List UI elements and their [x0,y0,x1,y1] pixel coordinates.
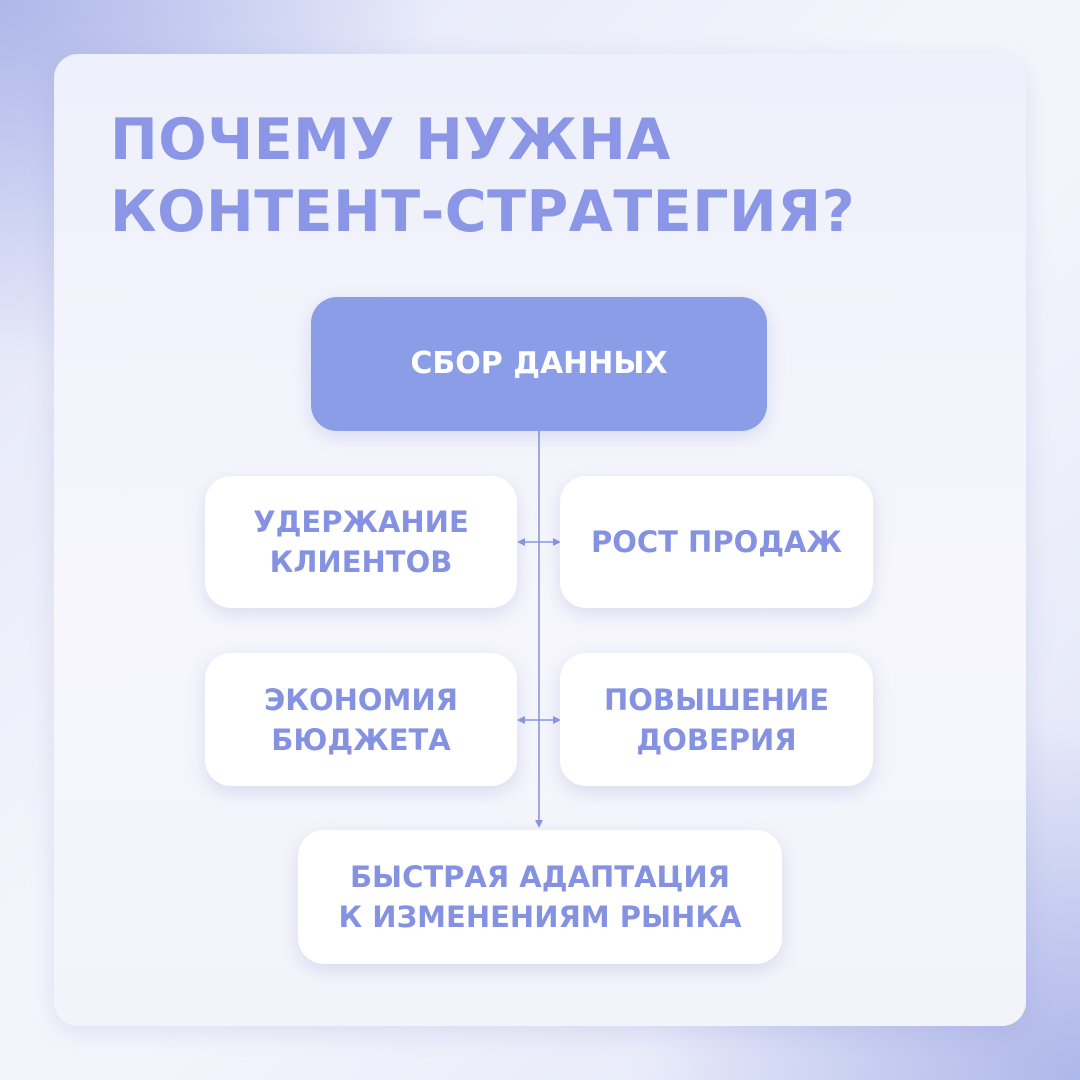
node-label-line-1: ПОВЫШЕНИЕ [603,682,830,717]
page-title: ПОЧЕМУ НУЖНА КОНТЕНТ-СТРАТЕГИЯ? [110,104,855,248]
node-label-line-1: ЭКОНОМИЯ [263,682,459,717]
node-label-line-2: БЮДЖЕТА [271,722,451,757]
title-line-2: КОНТЕНТ-СТРАТЕГИЯ? [110,179,856,245]
node-data-collection: СБОР ДАННЫХ [311,297,767,431]
node-sales-growth: РОСТ ПРОДАЖ [560,476,873,608]
node-market-adaptation: БЫСТРАЯ АДАПТАЦИЯ К ИЗМЕНЕНИЯМ РЫНКА [298,830,782,964]
node-budget-savings: ЭКОНОМИЯ БЮДЖЕТА [205,653,517,786]
node-label-line-2: К ИЗМЕНЕНИЯМ РЫНКА [338,900,742,934]
title-line-1: ПОЧЕМУ НУЖНА [110,107,671,173]
node-trust-increase: ПОВЫШЕНИЕ ДОВЕРИЯ [560,653,873,786]
node-label-line-2: КЛИЕНТОВ [269,545,453,579]
node-label: РОСТ ПРОДАЖ [590,525,843,559]
node-customer-retention: УДЕРЖАНИЕ КЛИЕНТОВ [205,476,517,608]
node-label: СБОР ДАННЫХ [410,346,668,381]
node-label-line-1: БЫСТРАЯ АДАПТАЦИЯ [349,860,731,894]
node-label-line-2: ДОВЕРИЯ [636,722,797,757]
node-label-line-1: УДЕРЖАНИЕ [253,505,469,539]
